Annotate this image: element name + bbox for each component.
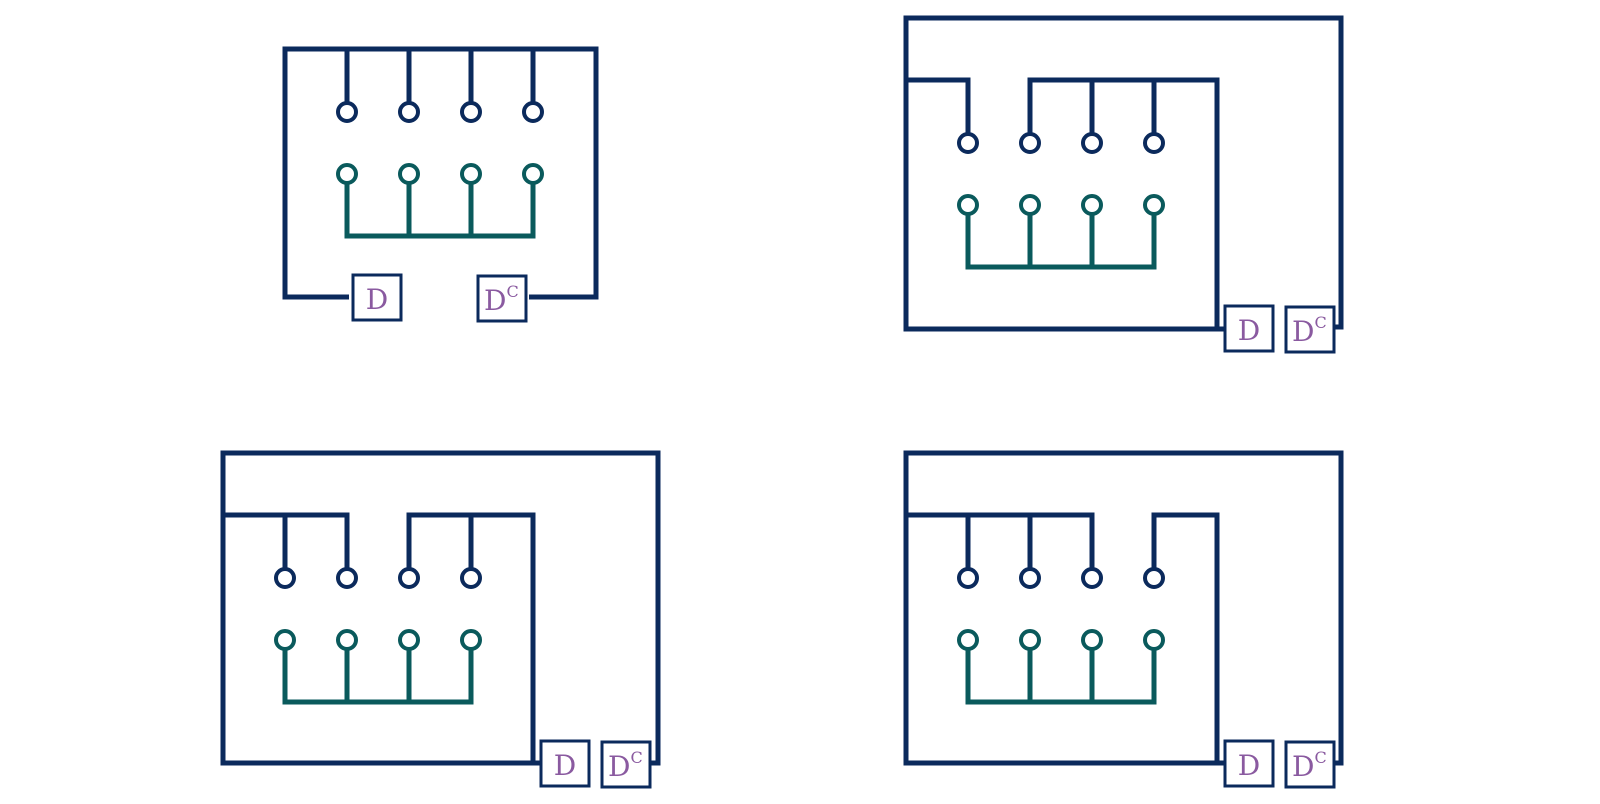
svg-text:DC: DC [608,748,643,783]
dc-label-base: D [608,750,630,783]
bottom-bus-wire [282,649,474,705]
d-box: D [1223,304,1275,353]
bottom-node-1 [336,163,358,185]
top-node-2 [336,567,358,589]
panel-bottom-right: D DC [903,450,1344,789]
top-node-2 [1019,567,1041,589]
inner-left-wire [906,77,971,134]
svg-text:DC: DC [1292,748,1327,783]
bottom-node-2 [1019,194,1041,216]
top-node-4 [1143,132,1165,154]
svg-text:DC: DC [484,282,519,317]
bottom-node-3 [1081,629,1103,651]
top-node-3 [398,567,420,589]
bottom-node-3 [398,629,420,651]
d-label: D [1238,749,1260,782]
dc-label-base: D [484,284,506,317]
bottom-node-4 [522,163,544,185]
dc-label-sup: C [506,282,518,301]
bottom-node-2 [1019,629,1041,651]
d-box: D [539,739,591,788]
top-node-2 [398,101,420,123]
dc-label-sup: C [630,748,642,767]
dc-box: DC [600,740,652,789]
d-label: D [1238,314,1260,347]
inner-right-wire [406,512,541,766]
inner-left-wire [223,512,350,569]
bottom-node-4 [1143,629,1165,651]
top-node-4 [1143,567,1165,589]
inner-left-wire [906,512,1095,569]
top-node-1 [336,101,358,123]
d-box: D [1223,739,1275,788]
bottom-node-3 [1081,194,1103,216]
bottom-bus-wire [965,649,1157,705]
top-node-3 [1081,567,1103,589]
top-node-1 [957,132,979,154]
dc-box: DC [476,274,528,323]
bottom-node-4 [460,629,482,651]
dc-box: DC [1284,305,1336,354]
d-box: D [351,273,403,322]
top-node-2 [1019,132,1041,154]
top-node-4 [460,567,482,589]
dc-label-sup: C [1314,748,1326,767]
bottom-bus-wire [344,183,536,239]
panel-bottom-left: D DC [220,450,661,789]
dc-label-base: D [1292,315,1314,348]
bottom-node-1 [957,194,979,216]
outer-loop-wire [903,450,1344,766]
bottom-bus-wire [965,214,1157,270]
outer-loop-wire [903,15,1344,332]
inner-right-wire [1027,77,1225,332]
bottom-node-1 [957,629,979,651]
bottom-node-3 [460,163,482,185]
bottom-node-1 [274,629,296,651]
outer-loop-wire [220,450,661,766]
d-label: D [366,283,388,316]
panel-top-right: D DC [903,15,1344,354]
svg-text:DC: DC [1292,313,1327,348]
bottom-node-4 [1143,194,1165,216]
top-node-1 [274,567,296,589]
top-node-1 [957,567,979,589]
dc-label-sup: C [1314,313,1326,332]
d-label: D [554,749,576,782]
top-node-3 [1081,132,1103,154]
panel-top-left: D DC [282,46,599,323]
top-node-3 [460,101,482,123]
top-node-4 [522,101,544,123]
bottom-node-2 [336,629,358,651]
dc-label-base: D [1292,750,1314,783]
dc-box: DC [1284,740,1336,789]
inner-right-wire [1151,512,1225,766]
outer-loop-wire [282,46,599,300]
bottom-node-2 [398,163,420,185]
